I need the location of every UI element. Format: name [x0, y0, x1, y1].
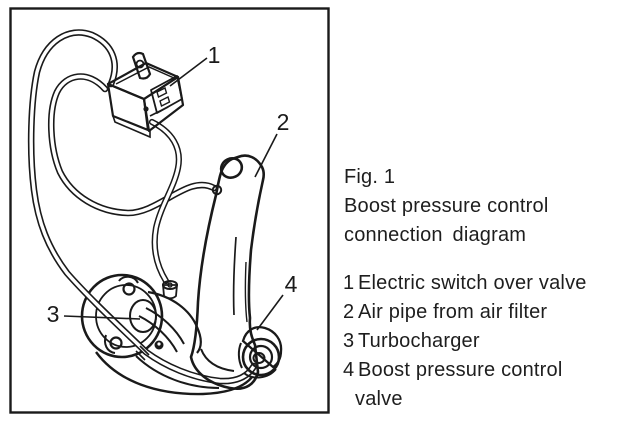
valve-top-ridge — [115, 66, 175, 85]
turbo-bolt-bottom — [109, 336, 123, 350]
leader-3 — [63, 315, 141, 320]
figure-legend: 1 Electric switch over valve 2 Air pipe … — [343, 269, 587, 414]
valve-screw-dot — [143, 106, 149, 112]
fitting-port — [167, 282, 173, 288]
leader-2 — [254, 133, 278, 178]
callout-1-label: 1 — [208, 42, 221, 68]
leader-4 — [256, 294, 284, 331]
turbo-outlet-outer — [95, 351, 253, 396]
legend-label-2: Air pipe from air filter — [358, 301, 548, 323]
air-pipe-drawing — [189, 154, 265, 390]
turbo-ear-bottom — [104, 334, 116, 354]
legend-num-4: 4 — [343, 359, 355, 381]
figure-title-line1: Boost pressure control — [344, 195, 549, 217]
boost-valve-ring-mid — [248, 344, 274, 370]
hose-valve-to-turbo-core — [150, 120, 181, 283]
air-pipe-edge-line — [244, 261, 248, 323]
valve-connector-slot-1 — [156, 87, 168, 98]
legend-label-4: Boost pressure control — [358, 359, 563, 381]
valve-connector-slot-2 — [159, 96, 171, 107]
electric-valve-drawing — [106, 51, 185, 139]
legend-item-2: 2 Air pipe from air filter — [343, 298, 587, 327]
legend-num-1: 1 — [343, 272, 355, 294]
legend-item-4: 4 Boost pressure control — [343, 356, 587, 385]
fitting-body — [162, 284, 178, 300]
hose-end-ring — [211, 184, 223, 196]
legend-num-3: 3 — [343, 330, 355, 352]
turbo-ear-top — [118, 275, 139, 284]
turbo-clamp-band-1 — [145, 307, 185, 345]
valve-front-face — [106, 82, 150, 132]
air-pipe-nub — [219, 157, 244, 179]
legend-item-3: 3 Turbocharger — [343, 327, 587, 356]
hose-clamp-marks — [135, 345, 150, 361]
boost-valve-bracket — [243, 368, 277, 379]
air-pipe-crease — [232, 236, 237, 316]
turbocharger-drawing — [80, 273, 253, 396]
turbo-clamp-bolt-center — [157, 342, 161, 346]
boost-pressure-diagram: 1 2 3 4 — [9, 7, 330, 414]
fitting-top — [162, 280, 178, 290]
hose-to-boost-valve-core — [29, 30, 256, 383]
valve-connector-block — [150, 75, 183, 114]
callouts: 1 2 3 4 — [47, 42, 298, 331]
valve-skirt — [112, 106, 169, 139]
boost-valve-ring-inner — [252, 352, 266, 364]
boost-valve-ring-outer — [241, 337, 281, 377]
figure-number: Fig. 1 — [344, 166, 396, 188]
turbo-outlet-inner — [135, 355, 220, 389]
valve-mounting-tab — [131, 51, 152, 80]
boost-valve-left-edge — [237, 342, 243, 369]
turbo-bolt-top — [122, 282, 136, 296]
boost-valve-drawing — [237, 326, 283, 379]
legend-label-1: Electric switch over valve — [358, 272, 587, 294]
callout-2-label: 2 — [277, 109, 290, 135]
turbo-clamp-band-2 — [138, 315, 178, 353]
hoses — [27, 29, 258, 385]
valve-side-face — [142, 75, 185, 133]
figure-caption: Fig. 1 Boost pressure control connection… — [344, 163, 549, 250]
callout-4-label: 4 — [285, 271, 298, 297]
legend-num-2: 2 — [343, 301, 355, 323]
figure-title-line2: connection diagram — [344, 224, 527, 246]
air-pipe-elbow-inner — [200, 348, 235, 372]
legend-label-3: Turbocharger — [358, 330, 480, 352]
hose-loop-core — [49, 74, 216, 215]
callout-3-label: 3 — [47, 301, 60, 327]
figure-frame — [9, 7, 330, 414]
leader-1 — [169, 57, 208, 87]
legend-item-1: 1 Electric switch over valve — [343, 269, 587, 298]
legend-label-4-wrap: valve — [355, 388, 403, 410]
turbo-hub — [129, 299, 157, 333]
air-pipe-body — [189, 154, 265, 390]
turbo-fitting — [162, 280, 178, 300]
